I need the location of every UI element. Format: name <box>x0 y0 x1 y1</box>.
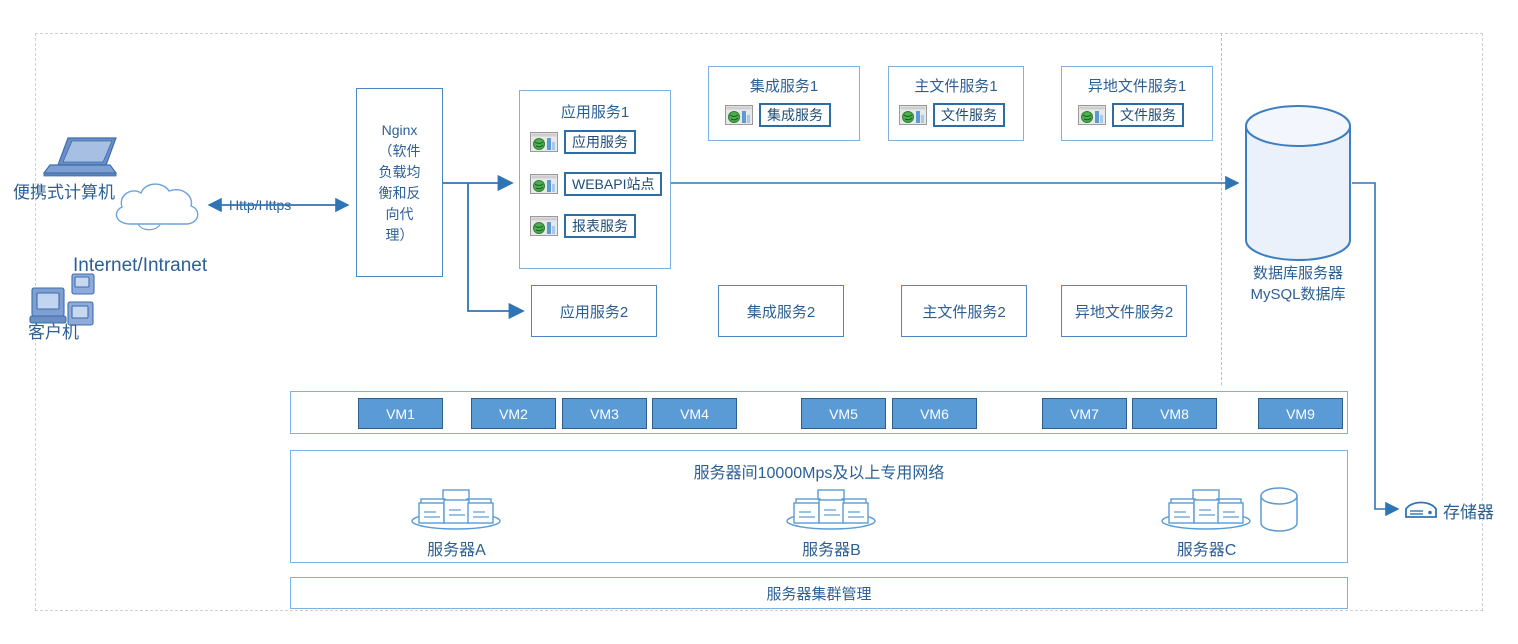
server-c-label: 服务器C <box>1176 542 1237 559</box>
vm-box-2[interactable]: VM2 <box>471 398 556 429</box>
network-zone-label: Internet/Intranet <box>73 255 208 276</box>
remote-file-service-2-label: 异地文件服务2 <box>1074 303 1174 321</box>
server-rack-icon <box>784 486 879 531</box>
network-title: 服务器间10000Mps及以上专用网络 <box>693 465 945 482</box>
vm-box-8[interactable]: VM8 <box>1132 398 1217 429</box>
main-file-service-2-box[interactable]: 主文件服务2 <box>901 285 1027 337</box>
disk-cylinder-icon <box>1258 487 1300 533</box>
database-cylinder-icon[interactable] <box>1244 104 1352 262</box>
app-service-1-group[interactable]: 应用服务1 应用服务 <box>519 90 671 269</box>
vm-box-3[interactable]: VM3 <box>562 398 647 429</box>
vm-label: VM7 <box>1070 405 1099 422</box>
server-rack-icon <box>409 486 504 531</box>
client-label: 客户机 <box>28 323 79 342</box>
vm-label: VM6 <box>920 405 949 422</box>
vm-box-1[interactable]: VM1 <box>358 398 443 429</box>
remote-file-service-1-label: 文件服务 <box>1112 103 1184 127</box>
vm-box-9[interactable]: VM9 <box>1258 398 1343 429</box>
cluster-management-label: 服务器集群管理 <box>766 585 872 603</box>
client-machines-icon <box>28 270 108 332</box>
iis-globe-icon <box>530 174 558 194</box>
app-service-1-item-1[interactable]: WEBAPI站点 <box>530 172 663 196</box>
vm-label: VM2 <box>499 405 528 422</box>
storage-label: 存储器 <box>1443 503 1494 522</box>
app-service-1-item-1-label: WEBAPI站点 <box>564 172 663 196</box>
server-network-panel: 服务器间10000Mps及以上专用网络 服务器A <box>290 450 1348 563</box>
app-service-1-title: 应用服务1 <box>560 104 630 121</box>
database-label-line1: 数据库服务器 <box>1252 265 1343 282</box>
vm-label: VM4 <box>680 405 709 422</box>
app-service-1-item-0-label: 应用服务 <box>564 130 636 154</box>
vm-label: VM3 <box>590 405 619 422</box>
vm-label: VM9 <box>1286 405 1315 422</box>
main-file-service-1-item[interactable]: 文件服务 <box>899 103 1005 127</box>
integration-service-2-box[interactable]: 集成服务2 <box>718 285 844 337</box>
main-file-service-1-title: 主文件服务1 <box>914 78 998 95</box>
integration-service-1-title: 集成服务1 <box>749 78 819 95</box>
main-file-service-1-group[interactable]: 主文件服务1 文件服务 <box>888 66 1024 141</box>
laptop-label: 便携式计算机 <box>13 183 115 202</box>
server-b-label: 服务器B <box>802 542 861 559</box>
iis-globe-icon <box>1078 105 1106 125</box>
database-label-line2: MySQL数据库 <box>1250 286 1346 303</box>
integration-service-1-item[interactable]: 集成服务 <box>725 103 831 127</box>
remote-file-service-1-group[interactable]: 异地文件服务1 文件服务 <box>1061 66 1213 141</box>
vm-label: VM5 <box>829 405 858 422</box>
storage-device-icon <box>1404 498 1438 520</box>
app-service-1-item-0[interactable]: 应用服务 <box>530 130 636 154</box>
iis-globe-icon <box>530 132 558 152</box>
protocol-label: Http/Https <box>226 197 295 213</box>
app-service-1-item-2-label: 报表服务 <box>564 214 636 238</box>
vm-box-5[interactable]: VM5 <box>801 398 886 429</box>
remote-file-service-1-title: 异地文件服务1 <box>1087 78 1187 95</box>
vm-box-7[interactable]: VM7 <box>1042 398 1127 429</box>
integration-service-1-group[interactable]: 集成服务1 集成服务 <box>708 66 860 141</box>
remote-file-service-1-item[interactable]: 文件服务 <box>1078 103 1184 127</box>
zone-divider <box>1221 33 1222 385</box>
remote-file-service-2-box[interactable]: 异地文件服务2 <box>1061 285 1187 337</box>
main-file-service-1-label: 文件服务 <box>933 103 1005 127</box>
integration-service-1-label: 集成服务 <box>759 103 831 127</box>
vm-label: VM8 <box>1160 405 1189 422</box>
main-file-service-2-label: 主文件服务2 <box>922 303 1006 321</box>
nginx-label: Nginx （软件 负载均 衡和反 向代 理） <box>378 121 421 243</box>
vm-label: VM1 <box>386 405 415 422</box>
integration-service-2-label: 集成服务2 <box>746 303 816 321</box>
cluster-management-bar[interactable]: 服务器集群管理 <box>290 577 1348 609</box>
vm-strip: VM1 VM2 VM3 VM4 VM5 VM6 VM7 VM8 VM9 <box>290 391 1348 434</box>
app-service-1-item-2[interactable]: 报表服务 <box>530 214 636 238</box>
iis-globe-icon <box>725 105 753 125</box>
cloud-icon <box>108 178 203 240</box>
laptop-icon <box>42 135 132 180</box>
app-service-2-box[interactable]: 应用服务2 <box>531 285 657 337</box>
server-rack-icon <box>1159 486 1254 531</box>
app-service-2-label: 应用服务2 <box>559 303 629 321</box>
vm-box-4[interactable]: VM4 <box>652 398 737 429</box>
nginx-box[interactable]: Nginx （软件 负载均 衡和反 向代 理） <box>356 88 443 277</box>
server-a-label: 服务器A <box>427 542 486 559</box>
vm-box-6[interactable]: VM6 <box>892 398 977 429</box>
iis-globe-icon <box>899 105 927 125</box>
iis-globe-icon <box>530 216 558 236</box>
